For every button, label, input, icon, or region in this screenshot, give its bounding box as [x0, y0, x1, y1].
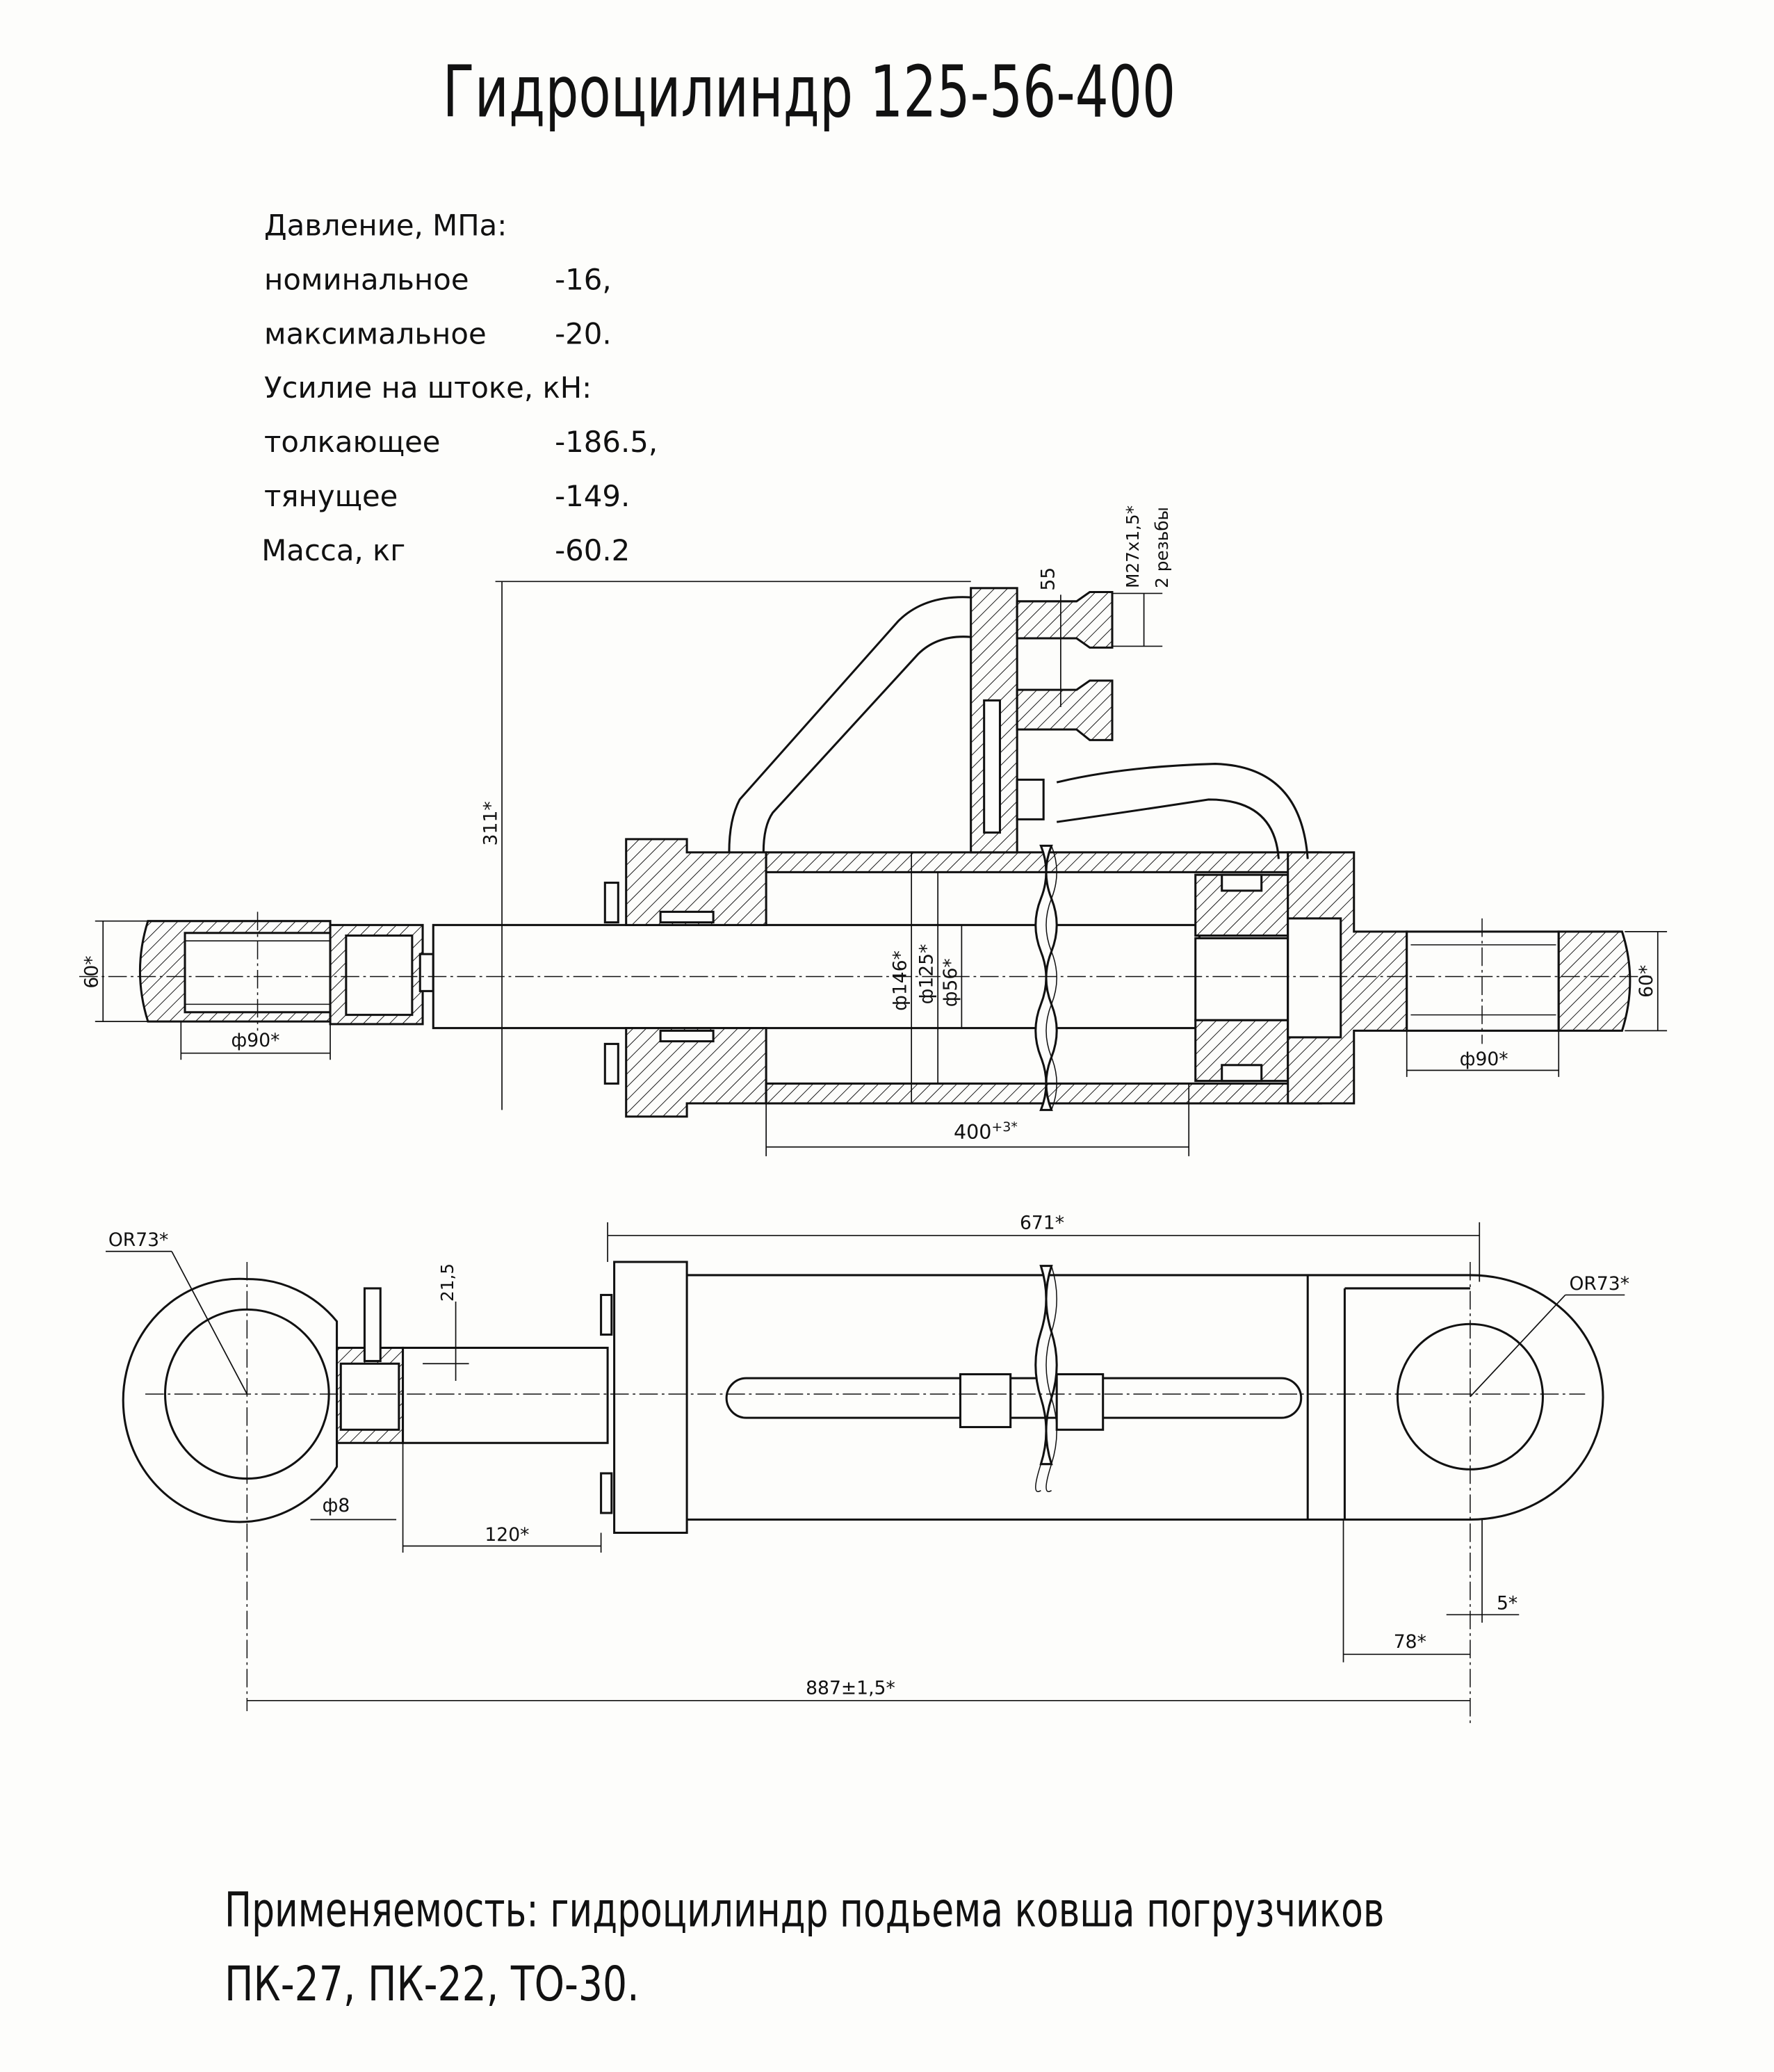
dim-rod-extension: 120*	[485, 1524, 529, 1546]
specifications: Давление, МПа: номинальное -16, максимал…	[261, 208, 658, 567]
max-label: максимальное	[264, 316, 487, 350]
mass-value: -60.2	[555, 533, 630, 567]
dim-body-length: 671*	[1020, 1212, 1064, 1233]
application-line-1: Применяемость: гидроцилиндр подьема ковш…	[225, 1884, 1384, 1939]
dim-radius-left: OR73*	[108, 1229, 169, 1251]
nominal-label: номинальное	[264, 262, 469, 296]
push-label: толкающее	[264, 425, 440, 459]
external-dimensions: 671* OR73* OR73* 21,5 ф8 120* 887±1,5* 7…	[106, 1212, 1629, 1701]
dim-offset: 21,5	[437, 1263, 457, 1302]
drawing-title: Гидроцилиндр 125-56-400	[443, 51, 1176, 133]
dim-dia-outer: ф146*	[890, 950, 911, 1011]
section-view: 311* 60* ф90* 400+3* ф146* ф125* ф56* 55…	[79, 505, 1668, 1156]
dim-total-length: 887±1,5*	[806, 1677, 895, 1699]
application-line-2: ПК-27, ПК-22, ТО-30.	[225, 1957, 640, 2012]
dim-eye-width-left: 60*	[81, 955, 103, 988]
force-heading: Усилие на штоке, кН:	[264, 371, 592, 405]
mass-label: Масса, кг	[261, 533, 405, 567]
dim-stroke: 400+3*	[954, 1119, 1018, 1144]
dim-thread: M27x1,5*	[1123, 505, 1143, 588]
dim-eye-dia-left: ф90*	[231, 1030, 280, 1051]
external-view: 671* OR73* OR73* 21,5 ф8 120* 887±1,5* 7…	[106, 1212, 1629, 1725]
pressure-heading: Давление, МПа:	[264, 208, 507, 242]
dim-port-spacing: 55	[1037, 567, 1059, 591]
dim-rear-78: 78*	[1394, 1631, 1426, 1653]
max-value: -20.	[555, 316, 612, 350]
nominal-value: -16,	[555, 262, 612, 296]
pull-value: -149.	[555, 479, 630, 513]
dim-dia-rod: ф56*	[940, 958, 961, 1007]
dim-eye-width-right: 60*	[1636, 965, 1657, 998]
dim-radius-right: OR73*	[1569, 1273, 1629, 1295]
dim-rear-5: 5*	[1497, 1593, 1517, 1614]
dim-thread-count: 2 резьбы	[1152, 507, 1172, 588]
dim-height-total: 311*	[480, 801, 501, 845]
pull-label: тянущее	[264, 479, 398, 513]
dim-eye-dia-right: ф90*	[1460, 1049, 1508, 1070]
push-value: -186.5,	[555, 425, 658, 459]
dim-dia-bore: ф125*	[916, 944, 938, 1005]
dim-hole-dia: ф8	[323, 1495, 350, 1516]
section-dimensions: 311* 60* ф90* 400+3* ф146* ф125* ф56* 55…	[81, 505, 1668, 1156]
